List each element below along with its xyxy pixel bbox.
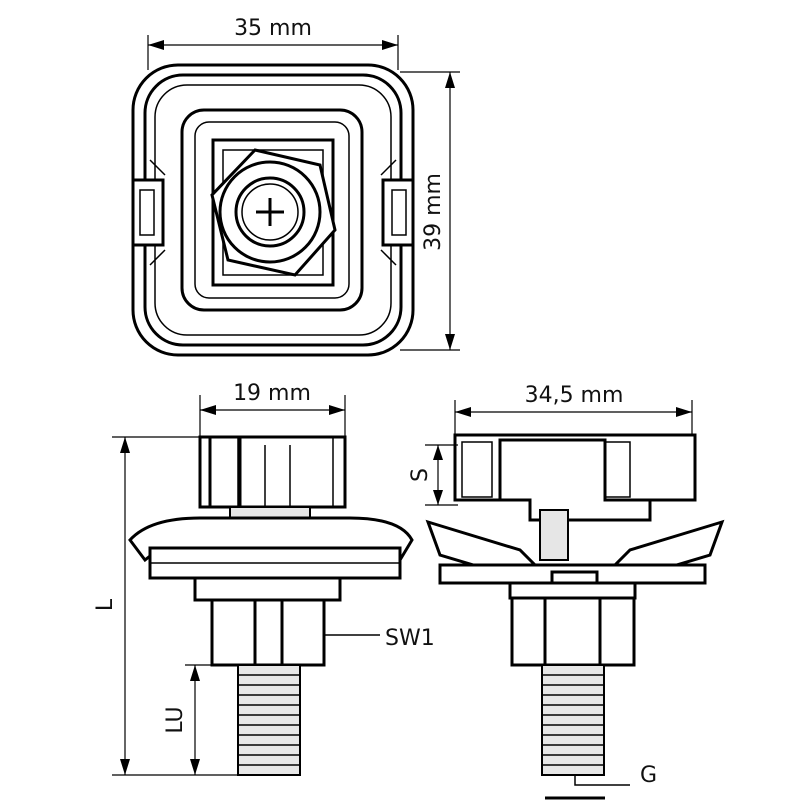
clamp-height-label-S: S	[408, 468, 433, 482]
bolt-thread-front	[237, 664, 301, 776]
width-label-35mm: 35 mm	[234, 16, 312, 41]
side-view	[425, 433, 725, 800]
width-label-19mm: 19 mm	[233, 381, 311, 406]
width-label-34-5mm: 34,5 mm	[525, 383, 624, 408]
thread-label-G: G	[640, 763, 657, 788]
top-view	[131, 63, 415, 357]
height-label-39mm: 39 mm	[421, 173, 446, 251]
thread-length-label-LU: LU	[163, 706, 188, 733]
bolt-thread-side	[541, 664, 605, 776]
front-view	[128, 435, 414, 776]
dimension-19mm: 19 mm	[199, 381, 346, 437]
wrench-size-label-SW1: SW1	[385, 626, 435, 651]
dimension-LU: LU	[163, 664, 238, 775]
dimension-39mm: 39 mm	[400, 71, 460, 351]
dimension-S: S	[408, 444, 458, 506]
dimension-35mm: 35 mm	[147, 16, 399, 70]
dimension-34-5mm: 34,5 mm	[454, 383, 693, 435]
length-label-L: L	[93, 598, 118, 611]
dimension-L: L	[93, 436, 238, 776]
